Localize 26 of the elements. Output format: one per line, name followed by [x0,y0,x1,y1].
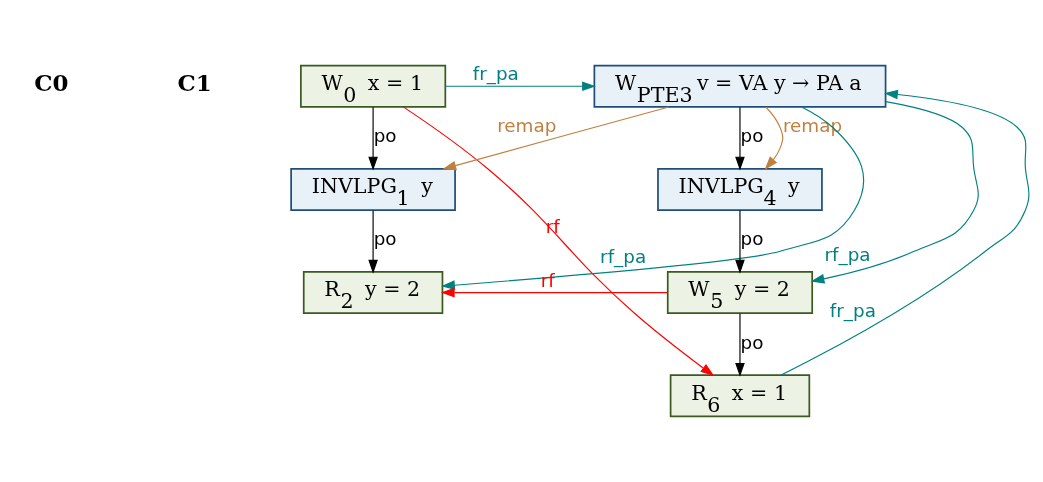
arrow [440,287,669,298]
arrow [764,106,784,170]
edge-label: remap [497,114,557,136]
arrow [735,106,745,171]
arrow [442,106,670,171]
arrow [441,106,865,290]
arrow [444,81,596,92]
edge-label: po [740,331,764,353]
arrow [780,89,1030,376]
arrow [735,313,745,377]
edge-label: po [740,228,764,250]
edge-label: fr_pa [472,63,519,85]
arrow [402,106,715,377]
arrow [368,106,378,171]
edge-label: rf [545,216,560,238]
edge-label: rf_pa [824,243,871,265]
label: C0 [34,68,69,96]
edge-label: po [373,228,397,250]
arrow [810,101,979,284]
edge-label: po [373,125,397,147]
edge-label: po [740,125,764,147]
arrow [368,209,378,274]
edge-label: rf_pa [600,245,647,267]
edge-label: fr_pa [829,300,876,322]
label: C1 [177,68,212,96]
arrow [735,209,745,274]
